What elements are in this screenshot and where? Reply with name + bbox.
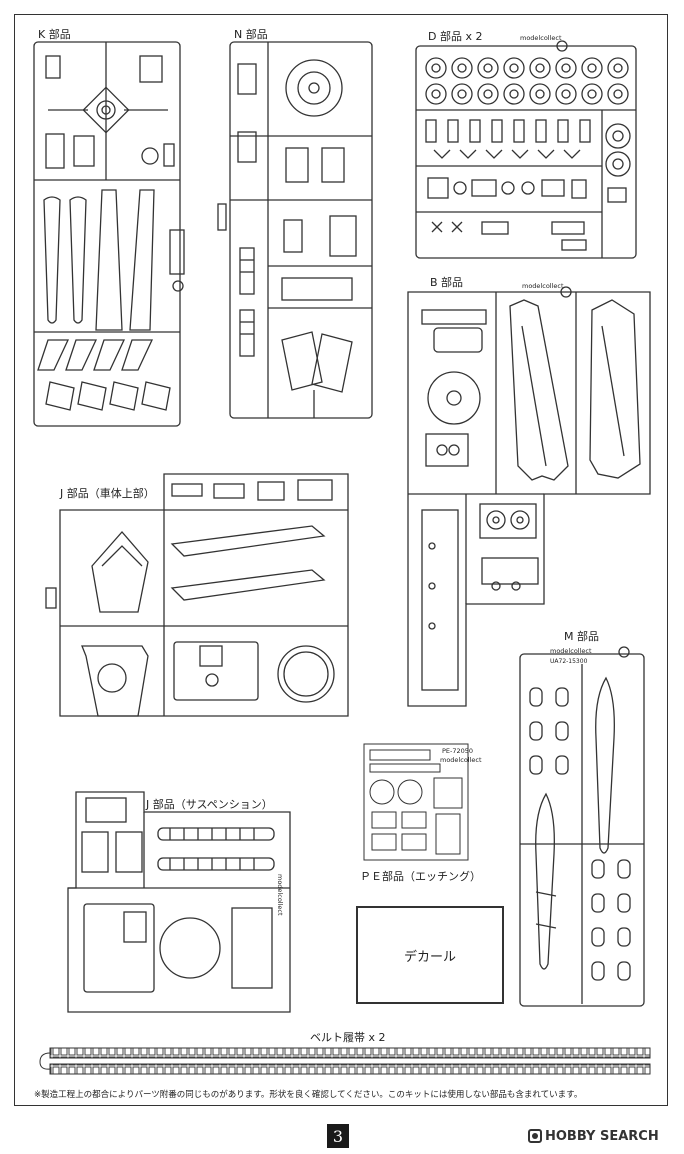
m-sprue-code: UA72-15300 — [550, 658, 588, 665]
page-frame — [14, 14, 668, 1106]
label-belt-tracks: ベルト履帯 x 2 — [310, 1031, 386, 1044]
m-sprue-brand: modelcollect — [550, 647, 592, 655]
b-sprue-drawing — [407, 286, 651, 707]
label-m-parts: M 部品 — [564, 630, 599, 643]
d-sprue-drawing — [415, 40, 637, 259]
label-b-parts: B 部品 — [430, 276, 464, 289]
decal-sheet: デカール — [356, 906, 504, 1004]
pe-fret-drawing — [363, 743, 469, 861]
label-pe-parts: ＰＥ部品（エッチング） — [360, 870, 481, 883]
k-sprue-drawing — [33, 41, 185, 427]
n-sprue-drawing — [217, 41, 373, 419]
label-j-suspension-parts: J 部品（サスペンション） — [146, 798, 273, 811]
m-sprue-drawing — [519, 646, 645, 1007]
watermark-logo-icon — [528, 1129, 542, 1143]
label-d-parts: D 部品 x 2 — [428, 30, 483, 43]
d-sprue-brand: modelcollect — [520, 34, 562, 42]
belt-track-drawing — [39, 1047, 651, 1075]
j-suspension-sprue-drawing — [67, 791, 291, 1013]
label-k-parts: K 部品 — [38, 28, 71, 41]
j-upper-sprue-drawing — [45, 473, 349, 717]
watermark-text: HOBBY SEARCH — [545, 1128, 659, 1144]
b-sprue-brand: modelcollect — [522, 282, 564, 290]
watermark: HOBBY SEARCH — [528, 1126, 659, 1146]
decal-label: デカール — [403, 949, 456, 965]
page-number: 3 — [327, 1124, 349, 1148]
parts-footnote: ※製造工程上の都合によりパーツ附番の同じものがあります。形状を良く確認してくださ… — [34, 1090, 583, 1100]
pe-fret-brand: modelcollect — [440, 756, 482, 764]
pe-fret-code: PE-72050 — [442, 747, 474, 755]
label-n-parts: N 部品 — [234, 28, 268, 41]
label-j-upper-parts: J 部品（車体上部） — [60, 487, 155, 500]
